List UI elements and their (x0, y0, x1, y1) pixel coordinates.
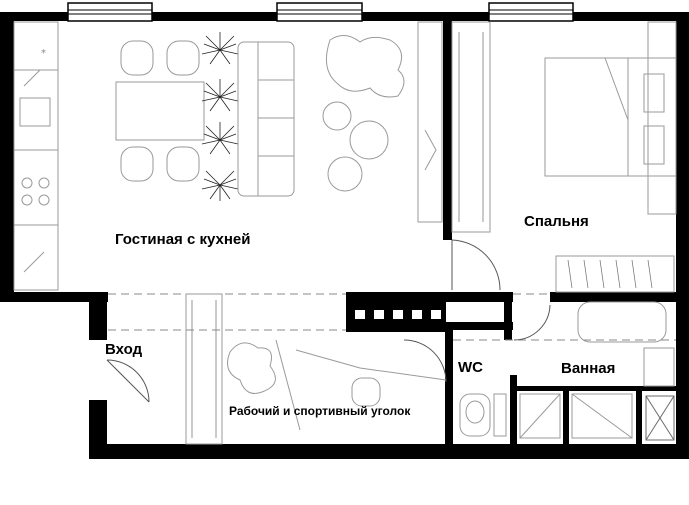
room-label-work-sport-corner: Рабочий и спортивный уголок (229, 404, 411, 418)
dining-table (115, 40, 205, 182)
room-label-entrance: Вход (105, 341, 143, 358)
walls (0, 2, 689, 459)
sofa (237, 41, 295, 197)
room-label-bathroom: Ванная (561, 360, 615, 377)
doors (106, 239, 551, 403)
room-label-wc: WC (458, 359, 483, 376)
plants (201, 32, 239, 201)
wc-fixtures (459, 393, 507, 437)
bath-fixtures (519, 301, 675, 441)
bed (544, 21, 677, 215)
rug-and-tables (322, 21, 443, 223)
room-label-living-kitchen: Гостиная с кухней (115, 231, 250, 248)
work-area-furniture (185, 293, 447, 445)
wardrobe-bedroom (451, 21, 491, 233)
kitchen-counter: * (13, 21, 59, 291)
room-label-bedroom: Спальня (524, 213, 589, 230)
bedroom-shelf (555, 255, 675, 293)
svg-text:*: * (41, 48, 46, 59)
